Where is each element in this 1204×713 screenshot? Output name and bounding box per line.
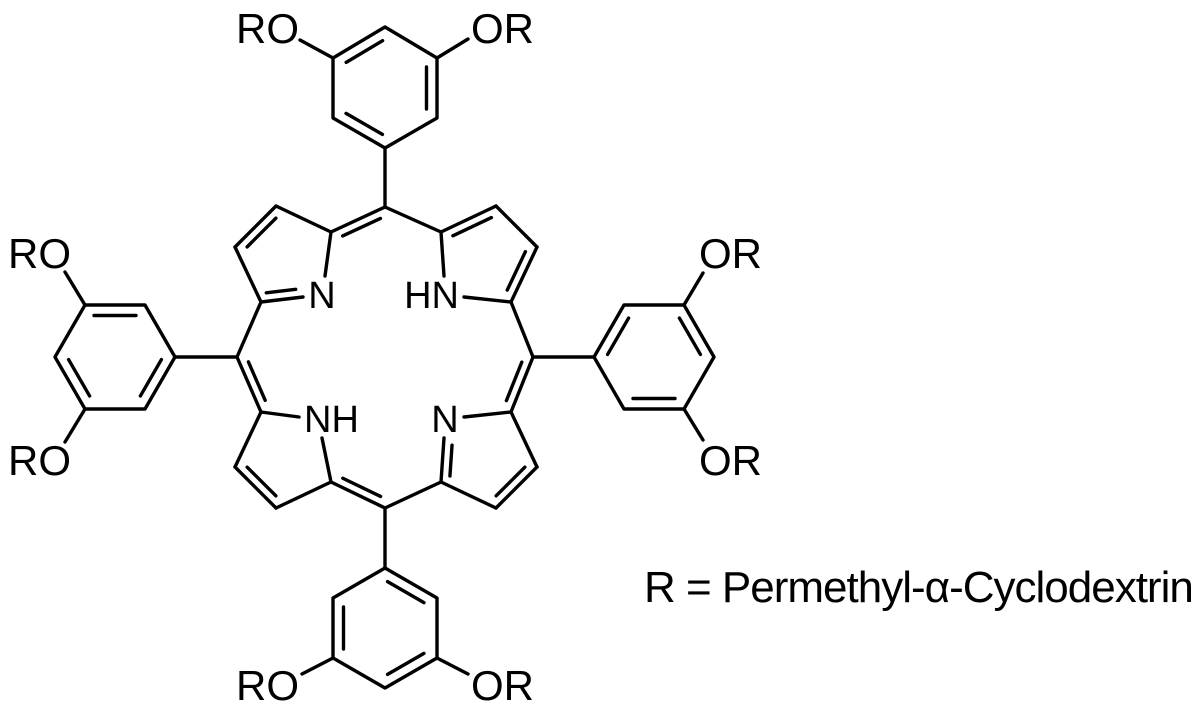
double-bond-inner: [246, 360, 267, 403]
double-bond-main: [329, 205, 387, 234]
single-bond: [439, 480, 498, 510]
single-bond: [63, 270, 87, 307]
single-bond: [298, 38, 335, 60]
double-bond-main: [509, 245, 539, 304]
label-or-right-lower: OR: [699, 437, 762, 484]
single-bond: [435, 37, 470, 60]
single-bond: [274, 204, 333, 234]
double-bond-inner: [138, 357, 164, 398]
double-bond-inner: [451, 215, 494, 238]
double-bond-inner: [66, 357, 92, 398]
single-bond: [439, 230, 446, 278]
double-bond-main: [494, 465, 539, 510]
label-or-bottom-right: OR: [471, 662, 534, 709]
double-bond-inner: [245, 465, 278, 498]
double-bond-inner: [344, 111, 385, 137]
legend-text: R = Permethyl-α-Cyclodextrin: [644, 563, 1194, 612]
double-bond-inner: [504, 360, 524, 403]
label-ro-left-upper: RO: [8, 230, 71, 277]
double-bond-main: [233, 204, 278, 249]
bonds-layer: [53, 25, 716, 690]
single-bond: [682, 407, 705, 442]
single-bond: [63, 407, 87, 444]
double-bond-inner: [494, 465, 527, 498]
label-n-bottom-right: N: [431, 399, 458, 441]
double-bond-inner: [385, 579, 426, 605]
phenyl-top-ring: [331, 25, 439, 150]
single-bond: [462, 410, 513, 419]
single-bond: [300, 656, 335, 676]
label-or-right-upper: OR: [699, 230, 762, 277]
single-bond: [383, 205, 443, 234]
label-or-top-right: OR: [471, 5, 534, 52]
single-bond: [323, 230, 333, 278]
single-bond: [494, 204, 539, 249]
double-bond-inner: [341, 476, 383, 499]
label-ro-left-lower: RO: [8, 437, 71, 484]
phenyl-right-ring: [592, 303, 716, 411]
single-bond: [274, 480, 333, 510]
single-bond: [462, 295, 513, 304]
double-bond-inner: [344, 38, 385, 65]
label-ro-bottom-left: RO: [236, 662, 299, 709]
single-bond: [233, 245, 263, 304]
single-bond: [233, 410, 263, 469]
phenyl-left-ring: [53, 303, 177, 411]
double-bond-inner: [448, 443, 454, 478]
single-bond: [509, 300, 535, 359]
double-bond-main: [509, 355, 535, 414]
double-bond-inner: [677, 316, 703, 357]
double-bond-main: [235, 355, 263, 414]
single-bond: [509, 410, 539, 469]
label-nh-bottom-left: NH: [304, 399, 359, 441]
single-bond: [320, 436, 333, 484]
label-ro-top-left: RO: [236, 5, 299, 52]
single-bond: [259, 410, 301, 419]
single-bond: [383, 480, 443, 510]
single-bond: [235, 300, 263, 359]
double-bond-main: [439, 204, 498, 234]
double-bond-inner: [385, 651, 426, 677]
double-bond-inner: [505, 249, 528, 292]
double-bond-main: [259, 295, 305, 304]
double-bond-inner: [605, 316, 631, 357]
double-bond-main: [329, 480, 387, 510]
double-bond-main: [233, 465, 278, 510]
double-bond-main: [439, 436, 446, 484]
label-hn-top-right: HN: [404, 275, 459, 317]
single-bond: [682, 271, 705, 307]
phenyl-bottom-ring: [331, 566, 439, 690]
double-bond-inner: [264, 287, 298, 295]
single-bond: [435, 656, 470, 676]
label-n-top-left: N: [308, 275, 335, 317]
double-bond-inner: [245, 216, 278, 249]
double-bond-inner: [340, 216, 383, 238]
